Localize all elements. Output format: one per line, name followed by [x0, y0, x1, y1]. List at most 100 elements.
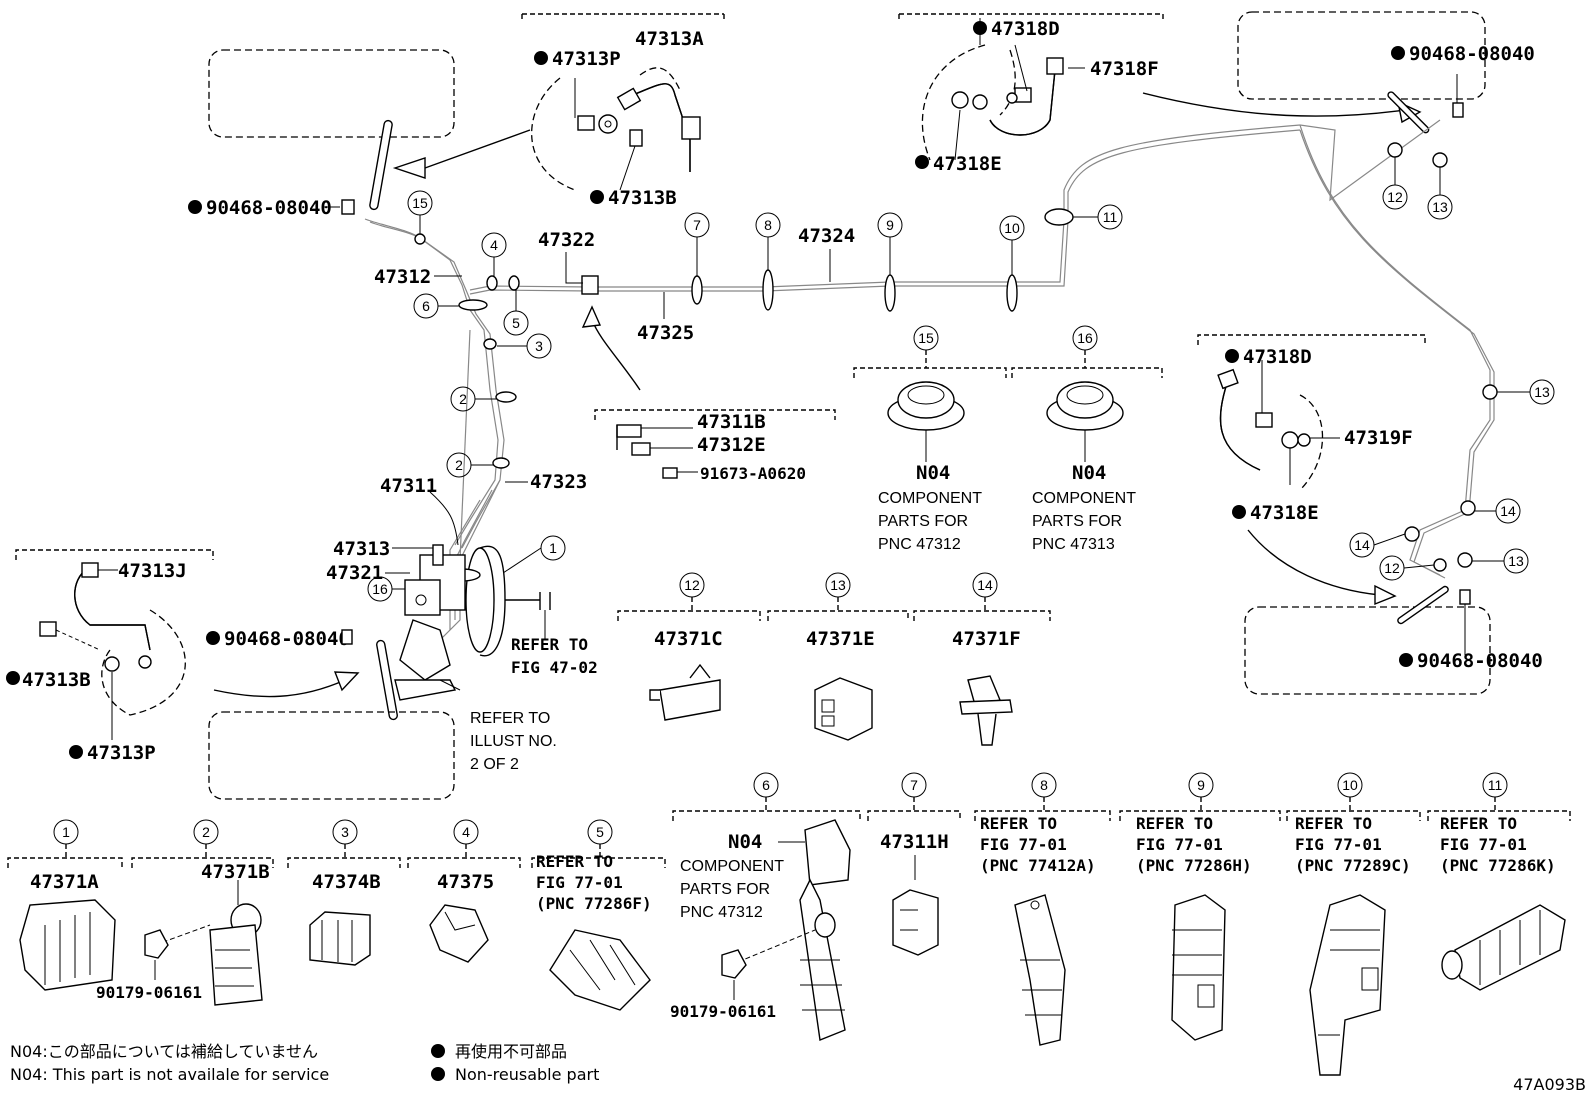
svg-text:13: 13 — [1508, 553, 1524, 569]
label-47322: 47322 — [538, 229, 595, 251]
clip-14-detail: 14 47371F — [913, 572, 1051, 746]
svg-text:8: 8 — [764, 217, 772, 233]
part-1-detail: 1 47371A — [7, 819, 123, 991]
grommet-15 — [414, 233, 426, 245]
pipe-clamps — [414, 142, 1498, 572]
refer-10-l1: REFER TO — [1295, 814, 1372, 833]
label-47318D-right: 47318D — [1243, 346, 1312, 368]
part-7-detail: 7 47311H — [867, 772, 961, 956]
clip-13-detail: 13 47371E — [767, 572, 909, 741]
callout-13-mid: 13 — [1497, 379, 1555, 405]
refer-to-fig-47-02-l2: FIG 47-02 — [511, 658, 598, 677]
detail-front-right-hose: 47313J 47313B 47313P 90468-08040 — [6, 549, 455, 800]
n04-label-6: N04 — [728, 831, 762, 853]
clamp-5 — [508, 275, 520, 291]
label-47371C: 47371C — [654, 628, 723, 650]
n04-parts-for-15: PARTS FOR — [878, 513, 968, 530]
label-47321: 47321 — [326, 562, 383, 584]
label-47371B: 47371B — [201, 861, 270, 883]
callout-9: 9 — [877, 212, 903, 275]
refer-9-l1: REFER TO — [1136, 814, 1213, 833]
svg-text:12: 12 — [1387, 189, 1403, 205]
label-47323: 47323 — [530, 471, 587, 493]
refer-8-l2: FIG 77-01 — [980, 835, 1067, 854]
svg-text:5: 5 — [596, 824, 604, 840]
label-47312E: 47312E — [697, 434, 766, 456]
callouts-main: 15 4 6 5 3 2 2 7 8 9 10 11 12 13 13 14 1… — [367, 157, 1555, 602]
clamp-6 — [458, 299, 488, 311]
callout-14-a: 14 — [1475, 498, 1521, 524]
booster-assembly: REFER TO FIG 47-02 REFER TO ILLUST NO. 2… — [394, 544, 598, 773]
svg-text:6: 6 — [422, 298, 430, 314]
callout-5: 5 — [503, 290, 529, 336]
label-47313A: 47313A — [635, 28, 704, 50]
refer-to-fig-47-02-l1: REFER TO — [511, 635, 588, 654]
n04-label-15: N04 — [916, 462, 950, 484]
label-91673-A0620: 91673-A0620 — [700, 464, 806, 483]
svg-text:3: 3 — [535, 338, 543, 354]
callout-13-b: 13 — [1472, 548, 1529, 574]
refer-5-l3: (PNC 77286F) — [536, 894, 652, 913]
label-47375: 47375 — [437, 871, 494, 893]
n04-component-15: COMPONENT — [878, 490, 982, 507]
callout-7: 7 — [684, 212, 710, 276]
svg-text:5: 5 — [512, 315, 520, 331]
svg-text:15: 15 — [412, 195, 428, 211]
svg-text:4: 4 — [462, 824, 470, 840]
part-2-detail: 2 47371B 90179-06161 — [96, 819, 274, 1006]
clamp-4 — [486, 275, 498, 291]
label-90468-top-right: 90468-08040 — [1409, 43, 1535, 65]
refer-11-l2: FIG 77-01 — [1440, 835, 1527, 854]
clamp-2b — [492, 457, 510, 469]
label-90179-06161-a: 90179-06161 — [96, 983, 202, 1002]
n04-label-16: N04 — [1072, 462, 1106, 484]
svg-text:7: 7 — [910, 777, 918, 793]
refer-10-l2: FIG 77-01 — [1295, 835, 1382, 854]
detail-top-right: 90468-08040 — [1142, 11, 1535, 134]
label-47311B: 47311B — [697, 411, 766, 433]
svg-text:10: 10 — [1004, 220, 1020, 236]
label-47318E-right: 47318E — [1250, 502, 1319, 524]
part-3-detail: 3 47374B — [287, 819, 401, 966]
refer-8-l3: (PNC 77412A) — [980, 856, 1096, 875]
callout-2a: 2 — [450, 386, 496, 412]
part-9-detail: 9 REFER TO FIG 77-01 (PNC 77286H) — [1119, 772, 1281, 1041]
svg-text:14: 14 — [1500, 503, 1516, 519]
label-47371A: 47371A — [30, 871, 99, 893]
vehicle-outline-box — [208, 49, 455, 138]
callout-13-top: 13 — [1427, 167, 1453, 220]
label-47311H: 47311H — [880, 831, 949, 853]
callout-11: 11 — [1073, 204, 1123, 230]
detail-grommets: 15 N04 COMPONENT PARTS FOR PNC 47312 16 … — [853, 325, 1163, 553]
refer-11-l3: (PNC 77286K) — [1440, 856, 1556, 875]
bullet-icon — [431, 1067, 445, 1081]
callout-8: 8 — [755, 212, 781, 270]
clamp-8 — [762, 269, 774, 311]
clamp-10 — [1006, 274, 1018, 312]
label-47313B-top: 47313B — [608, 187, 677, 209]
callout-10: 10 — [999, 215, 1025, 275]
grommet-15-detail: 15 N04 COMPONENT PARTS FOR PNC 47312 — [853, 325, 1007, 553]
svg-text:10: 10 — [1342, 777, 1358, 793]
footnote-nr-en: Non-reusable part — [455, 1065, 599, 1084]
label-90468-top-left: 90468-08040 — [206, 197, 332, 219]
label-47312: 47312 — [374, 266, 431, 288]
bullet-icon — [431, 1044, 445, 1058]
label-90179-06161-b: 90179-06161 — [670, 1002, 776, 1021]
svg-text:2: 2 — [202, 824, 210, 840]
label-47313: 47313 — [333, 538, 390, 560]
refer-5-l1: REFER TO — [536, 852, 613, 871]
callout-12-top: 12 — [1382, 157, 1408, 210]
svg-text:2: 2 — [459, 391, 467, 407]
label-90468-bottom-right: 90468-08040 — [1417, 650, 1543, 672]
svg-text:3: 3 — [341, 824, 349, 840]
svg-text:7: 7 — [693, 217, 701, 233]
n04-pnc-47313-16: PNC 47313 — [1032, 536, 1115, 553]
figure-id: 47A093B — [1513, 1075, 1586, 1094]
refer-5-l2: FIG 77-01 — [536, 873, 623, 892]
detail-bracket-47311B: 47311B 47312E 91673-A0620 — [581, 305, 836, 483]
union-47322 — [581, 275, 599, 295]
svg-text:14: 14 — [977, 577, 993, 593]
svg-text:11: 11 — [1103, 209, 1118, 225]
